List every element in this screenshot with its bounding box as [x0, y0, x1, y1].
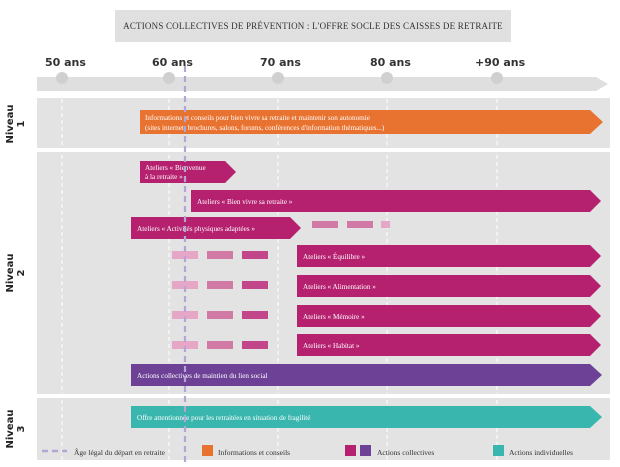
timeline-axis — [37, 77, 608, 91]
bar-habitat — [297, 334, 601, 356]
bar-activites — [131, 217, 301, 239]
dash-equilibre-2 — [207, 251, 233, 259]
bar-informations-text-2: (sites internet, brochures, salons, foru… — [145, 124, 385, 132]
bar-lien-social — [131, 364, 602, 386]
bar-fragilite-text: Offre attentionnée pour les retraitées e… — [137, 414, 311, 422]
age-label-50: 50 ans — [45, 56, 86, 69]
bar-informations-text-1: Informations et conseils pour bien vivre… — [145, 114, 370, 122]
dash-habitat-2 — [207, 341, 233, 349]
dash-equilibre-3 — [242, 251, 268, 259]
bar-bienvenue-text-1: Ateliers « Bienvenue — [145, 164, 206, 172]
bar-informations — [140, 110, 603, 134]
tick-marker-70 — [272, 72, 284, 84]
bar-bien-vivre-text: Ateliers « Bien vivre sa retraite » — [197, 198, 293, 206]
legend-age-legal-label: Âge légal du départ en retraite — [74, 448, 165, 457]
dash-habitat-3 — [242, 341, 268, 349]
bar-habitat-text: Ateliers « Habitat » — [303, 342, 360, 350]
diagram-title-box: ACTIONS COLLECTIVES DE PRÉVENTION : L'OF… — [115, 10, 511, 42]
age-label-80: 80 ans — [370, 56, 411, 69]
dash-activites-2 — [347, 221, 373, 228]
bar-equilibre-text: Ateliers « Équilibre » — [303, 251, 365, 261]
dash-alimentation-3 — [242, 281, 268, 289]
legend-individuelles-label: Actions individuelles — [509, 448, 573, 457]
bar-lien-social-text: Actions collectives de maintien du lien … — [137, 372, 268, 380]
tick-marker-90 — [491, 72, 503, 84]
bar-equilibre — [297, 245, 601, 267]
age-label-60: 60 ans — [152, 56, 193, 69]
bar-activites-text: Ateliers « Activités physiques adaptées … — [137, 225, 255, 233]
diagram-title: ACTIONS COLLECTIVES DE PRÉVENTION : L'OF… — [123, 21, 503, 31]
dash-habitat-1 — [172, 341, 198, 349]
legend-informations-swatch — [202, 445, 213, 456]
dash-alimentation-2 — [207, 281, 233, 289]
dash-memoire-2 — [207, 311, 233, 319]
dash-activites-3 — [381, 221, 390, 228]
bar-memoire — [297, 305, 601, 327]
legend-informations-label: Informations et conseils — [218, 448, 291, 457]
legend-collectives-swatch-purple — [360, 445, 371, 456]
bar-bienvenue-text-2: à la retraite » — [145, 173, 183, 181]
legend-collectives-label: Actions collectives — [377, 448, 435, 457]
bar-alimentation — [297, 275, 601, 297]
dash-activites-1 — [312, 221, 338, 228]
tick-marker-60 — [163, 72, 175, 84]
age-label-70: 70 ans — [260, 56, 301, 69]
age-label-90: +90 ans — [475, 56, 526, 69]
dash-equilibre-1 — [172, 251, 198, 259]
dash-memoire-3 — [242, 311, 268, 319]
bar-bienvenue — [140, 161, 236, 183]
dash-alimentation-1 — [172, 281, 198, 289]
tick-marker-80 — [381, 72, 393, 84]
legend-individuelles-swatch — [493, 445, 504, 456]
bar-memoire-text: Ateliers « Mémoire » — [303, 313, 365, 321]
legend-collectives-swatch-magenta — [345, 445, 356, 456]
bar-bien-vivre — [191, 190, 601, 212]
bar-fragilite — [131, 406, 602, 428]
dash-memoire-1 — [172, 311, 198, 319]
bar-alimentation-text: Ateliers « Alimentation » — [303, 283, 376, 291]
tick-marker-50 — [56, 72, 68, 84]
